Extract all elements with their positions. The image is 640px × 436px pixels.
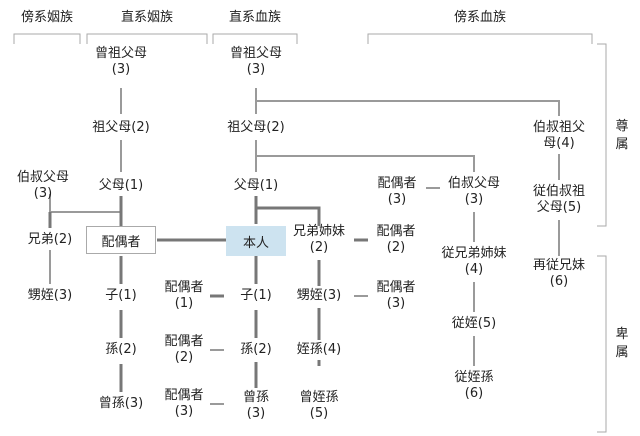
bracket-collateral-affinity [13, 33, 81, 44]
node-blood-nephews: 甥姪(3) [296, 288, 342, 303]
node-blood-siblings: 兄弟姉妹 (2) [292, 224, 346, 255]
node-affinity-parents: 父母(1) [98, 178, 144, 193]
line-uncles-aunts [256, 155, 475, 172]
spouse-box: 配偶者 [86, 226, 156, 254]
node-spouse-of-siblings: 配偶者 (2) [376, 224, 416, 255]
header-lineal-affinity: 直系姻族 [120, 10, 174, 25]
node-affinity-child: 子(1) [105, 288, 137, 303]
header-lineal-blood: 直系血族 [228, 10, 282, 25]
bracket-descendant [597, 255, 607, 433]
node-second-cousins: 再従兄妹 (6) [532, 258, 586, 289]
node-blood-child: 子(1) [240, 288, 272, 303]
node-blood-uncles-aunts: 伯叔父母 (3) [447, 176, 501, 207]
node-great-uncles-aunts: 伯叔祖父 母(4) [532, 120, 586, 151]
node-spouse-of-great-grandchild: 配偶者 (3) [164, 388, 204, 419]
node-spouse-of-uncles-aunts: 配偶者 (3) [377, 176, 417, 207]
bracket-lineal-blood [212, 33, 298, 44]
node-blood-great-grandnephews: 曾姪孫 (5) [299, 390, 339, 421]
node-spouse-of-nephews: 配偶者 (3) [376, 280, 416, 311]
node-blood-great-grandparents: 曾祖父母 (3) [229, 46, 283, 77]
node-affinity-grandparents: 祖父母(2) [92, 120, 150, 135]
label-ascendant: 尊 属 [615, 119, 629, 152]
bracket-ascendant [597, 43, 607, 227]
node-affinity-great-grandparents: 曾祖父母 (3) [94, 46, 148, 77]
bracket-lineal-affinity [86, 33, 208, 44]
node-affinity-nephews: 甥姪(3) [27, 288, 73, 303]
node-blood-grandnephews: 姪孫(4) [296, 342, 342, 357]
node-cousin-grandchildren: 従姪孫 (6) [454, 370, 494, 401]
label-descendant: 卑 属 [615, 327, 629, 360]
header-collateral-blood: 傍系血族 [453, 10, 507, 25]
node-parent-cousins: 従伯叔祖 父母(5) [532, 184, 586, 215]
node-blood-cousins: 従兄弟姉妹 (4) [441, 246, 507, 277]
node-spouse-of-child: 配偶者 (1) [164, 280, 204, 311]
node-affinity-grandchild: 孫(2) [105, 342, 137, 357]
node-affinity-siblings: 兄弟(2) [27, 232, 73, 247]
node-blood-great-grandchild: 曾孫 (3) [242, 390, 270, 421]
bracket-collateral-blood [367, 33, 593, 44]
node-spouse-of-grandchild: 配偶者 (2) [164, 334, 204, 365]
node-blood-grandchild: 孫(2) [240, 342, 272, 357]
header-collateral-affinity: 傍系姻族 [20, 10, 74, 25]
node-affinity-great-grandchild: 曾孫(3) [98, 396, 144, 411]
self-box: 本人 [226, 226, 286, 256]
node-blood-parents: 父母(1) [233, 178, 279, 193]
line-b-siblings [256, 206, 321, 226]
node-cousin-children: 従姪(5) [451, 316, 497, 331]
line-great-uncles [256, 100, 560, 116]
node-affinity-uncles-aunts: 伯叔父母 (3) [16, 170, 70, 201]
node-blood-grandparents: 祖父母(2) [227, 120, 285, 135]
